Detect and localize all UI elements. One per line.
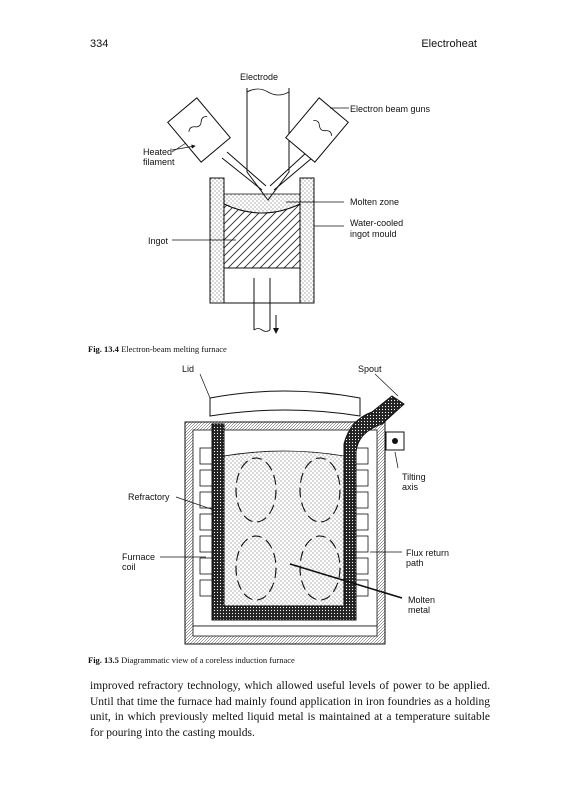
label-axis: axis [402,482,419,492]
left-electron-gun [167,97,231,163]
label-ingot: Ingot [148,236,169,246]
label-water-cooled: Water-cooled [350,218,403,228]
label-furnace: Furnace [122,552,155,562]
label-electron-beam-guns: Electron beam guns [350,104,431,114]
running-title: Electroheat [421,38,477,50]
label-heated: Heated [143,147,172,157]
page-number: 334 [90,38,109,50]
figure-number: Fig. 13.4 [88,344,119,354]
label-flux-return: Flux return [406,548,449,558]
label-path: path [406,558,424,568]
label-lid: Lid [182,364,194,374]
induction-furnace-diagram: Lid Spout Tilting axis Refractory Furnac… [122,364,449,645]
figure-caption-text: Diagrammatic view of a coreless inductio… [121,655,295,665]
label-spout: Spout [358,364,382,374]
label-molten-zone: Molten zone [350,197,399,207]
label-ingot-mould: ingot mould [350,229,397,239]
figure-caption-13-4: Fig. 13.4 Electron-beam melting furnace [88,344,227,354]
label-electrode: Electrode [240,72,278,82]
label-metal: metal [408,605,430,615]
electron-beam-furnace-diagram: Electrode Electron beam guns Heated fila… [143,72,431,334]
figures-svg: Electrode Electron beam guns Heated fila… [122,72,449,645]
body-paragraph: improved refractory technology, which al… [90,680,490,739]
label-coil: coil [122,562,136,572]
label-refractory: Refractory [128,492,170,502]
figure-caption-13-5: Fig. 13.5 Diagrammatic view of a coreles… [88,655,295,665]
figure-number: Fig. 13.5 [88,655,119,665]
right-electron-gun [285,97,349,163]
label-tilting: Tilting [402,472,426,482]
label-filament: filament [143,157,175,167]
figure-caption-text: Electron-beam melting furnace [121,344,227,354]
label-molten: Molten [408,595,435,605]
